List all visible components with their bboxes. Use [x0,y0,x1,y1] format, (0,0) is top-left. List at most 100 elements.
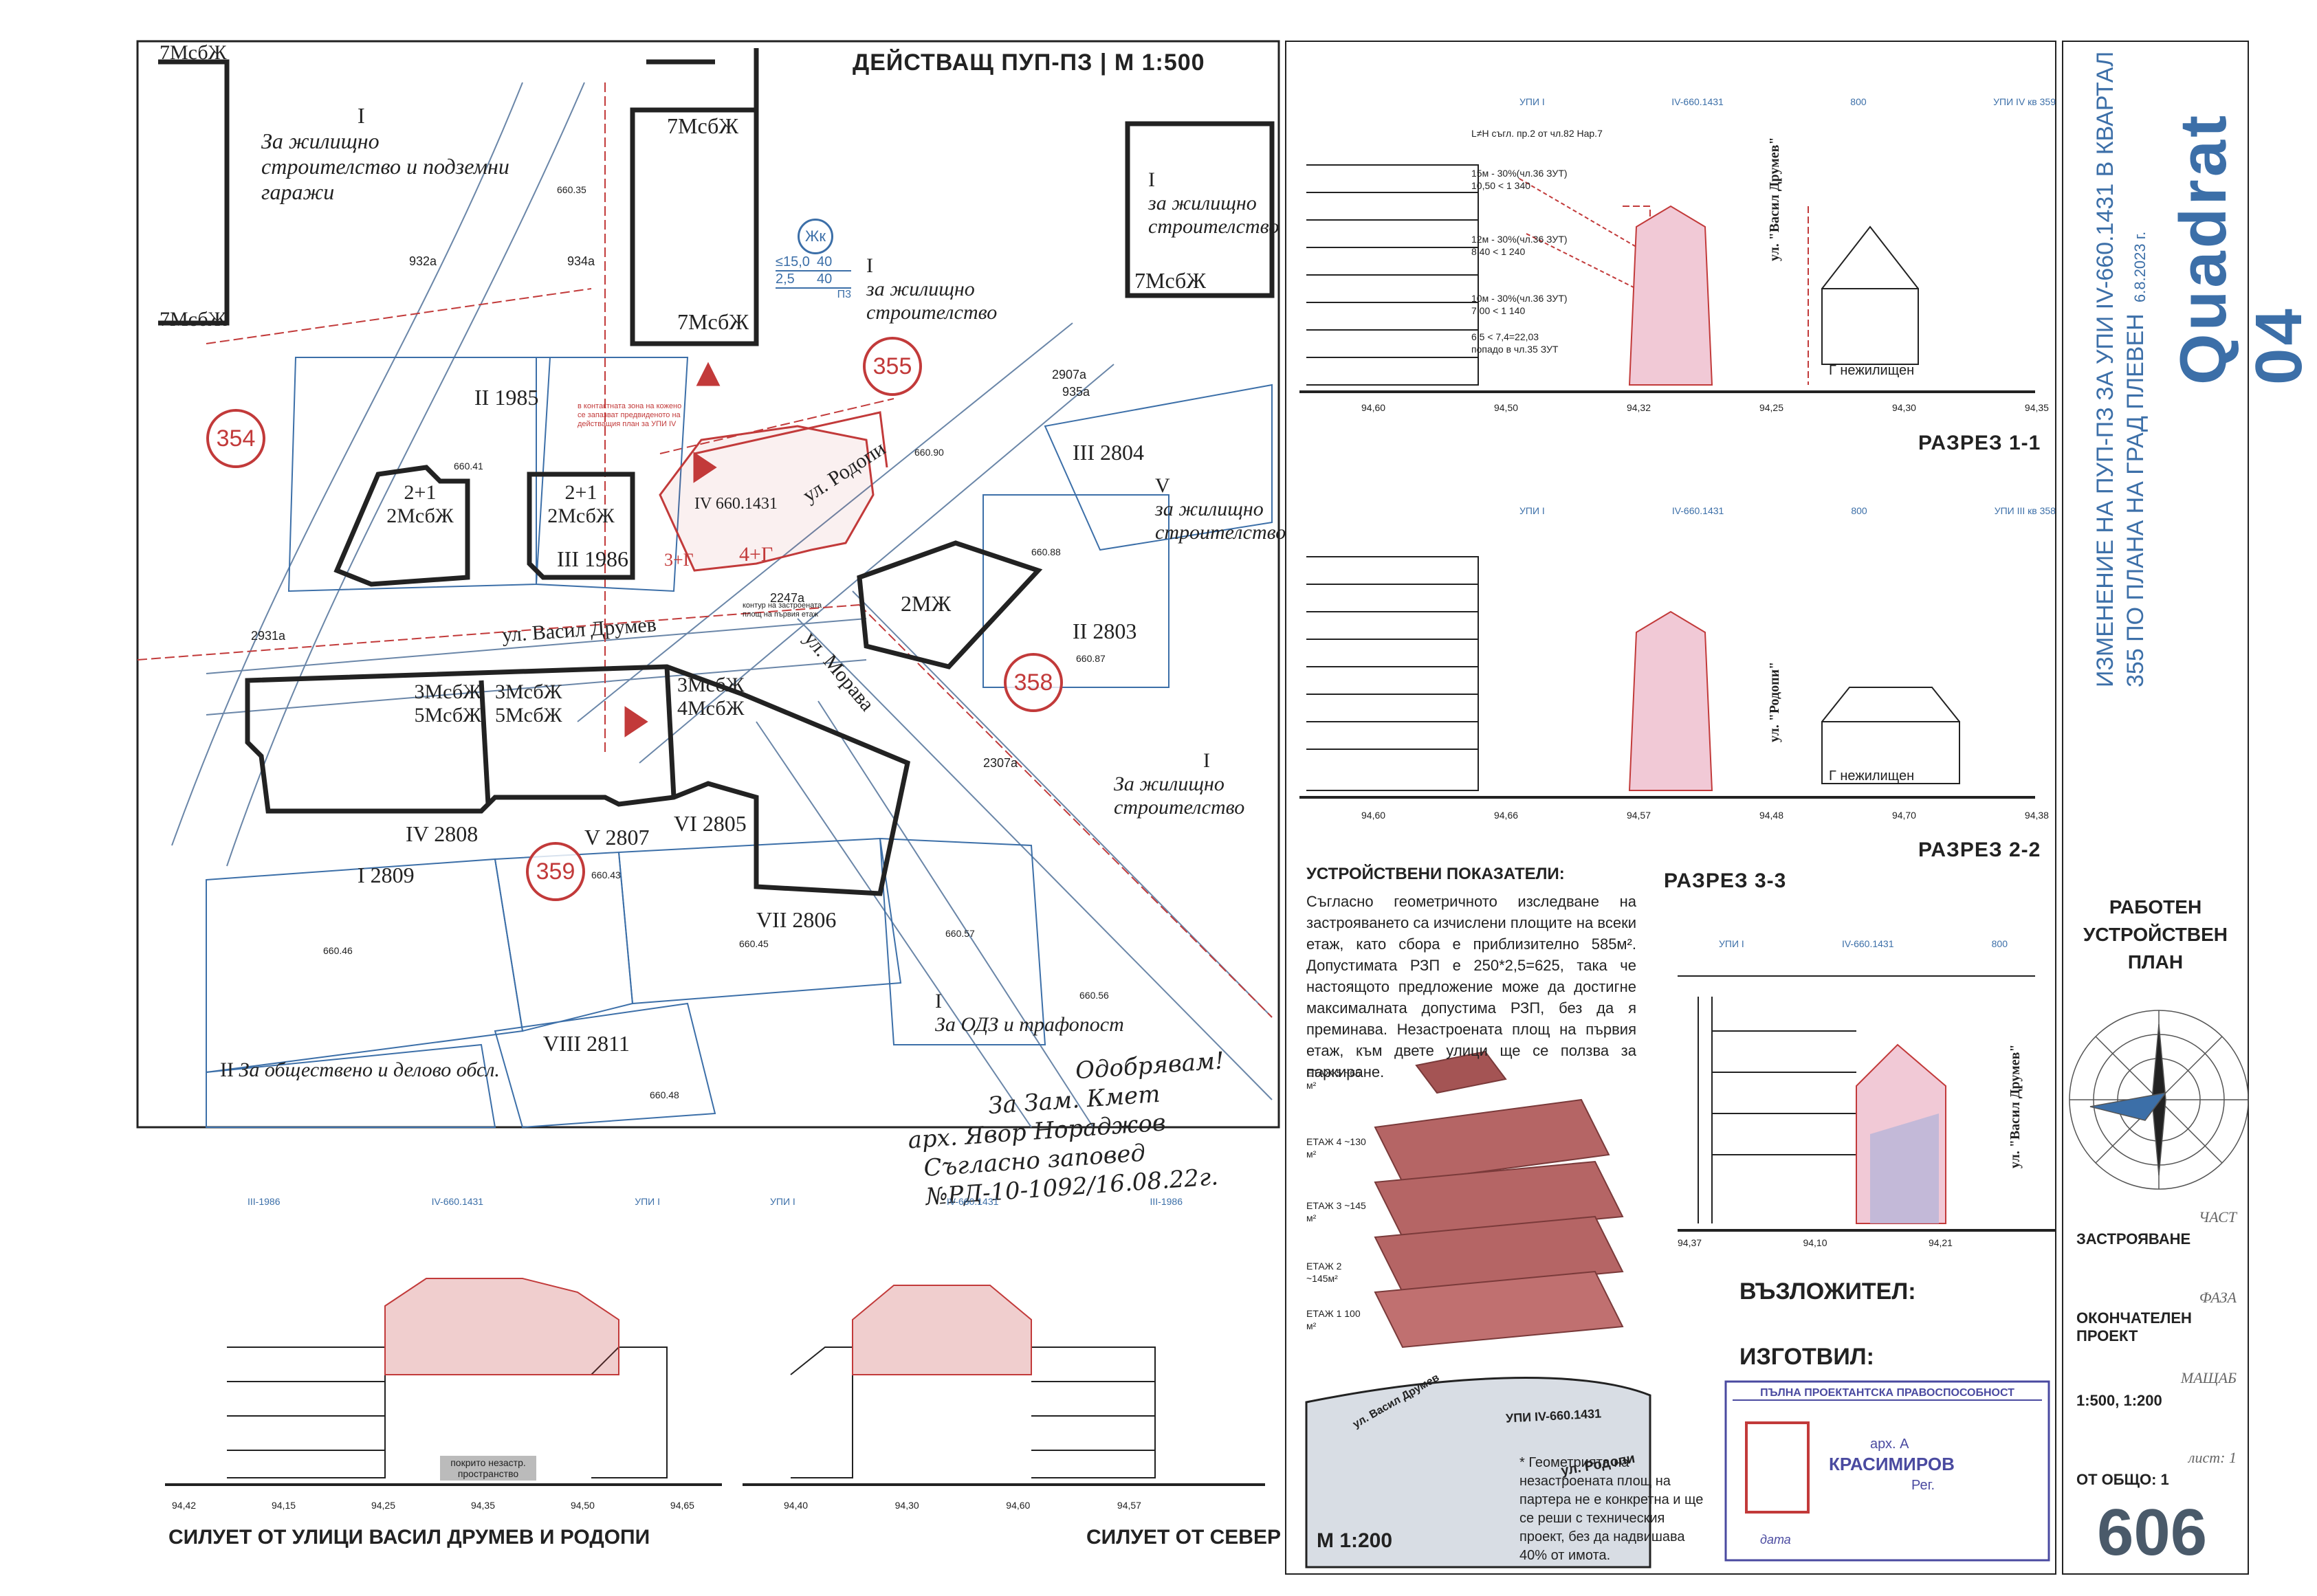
prepared-label: ИЗГОТВИЛ: [1739,1344,1874,1370]
s22-label-3: УПИ III кв 358 [1994,505,2056,516]
client-label: ВЪЗЛОЖИТЕЛ: [1739,1278,1916,1305]
part-value: ЗАСТРОЯВАНЕ [2076,1230,2191,1248]
zone-4-text: V за жилищно строителство [1155,474,1286,544]
lot-iv-660-1431: IV 660.1431 [694,495,778,513]
s33-lvl-2: 94,21 [1928,1237,1953,1248]
compass-rose [2069,1010,2249,1190]
sil2-lvl-2: 94,60 [1006,1500,1031,1511]
section-2-2-street: ул. "Родопи" [1767,661,1782,742]
sheet-label: лист: 1 [2188,1449,2237,1466]
building-3g: 3+Г [664,550,694,570]
sil2-lvl-3: 94,57 [1117,1500,1141,1511]
section-1-1-ground: Г нежилищен [1829,363,1915,378]
benchmark-935a: 935а [1062,385,1090,399]
building-4g: 4+Г [739,543,773,566]
stamp-date: дата [1760,1533,1791,1547]
quarter-358: 358 [1004,653,1063,712]
sil1-label-2: УПИ I [635,1196,660,1207]
building-5msbj-2: 3МсбЖ 5МсбЖ [495,680,562,727]
zone-1-text: I За жилищно строителство и подземни гар… [261,103,509,204]
phase-label: ФАЗА [2199,1289,2237,1306]
zone-6-text: I За ОДЗ и трафопост [935,990,1124,1036]
s11-lvl-1: 94,50 [1493,402,1519,413]
quarter-354: 354 [206,409,265,468]
sil2-lvl-1: 94,30 [894,1500,919,1511]
lot-viii-2811: VIII 2811 [543,1031,630,1056]
benchmark-660-46: 660.46 [323,945,353,956]
s11-label-2: 800 [1850,96,1867,107]
hl-8: попадо в чл.35 ЗУТ [1471,344,1559,355]
s22-lvl-2: 94,57 [1626,810,1651,821]
section-1-1-height-notes: L≠H съгл. пр.2 от чл.82 Нар.7 15м - 30%(… [1471,127,1629,355]
lot-ii-1985: II 1985 [474,385,539,410]
hl-0: L≠H съгл. пр.2 от чл.82 Нар.7 [1471,128,1603,139]
lot-i-2809: I 2809 [358,863,415,887]
hl-4: 8,40 < 1 240 [1471,246,1526,257]
lot-vi-2805: VI 2805 [674,811,747,836]
silhouette-1-levels: 94,42 94,15 94,25 94,35 94,50 94,65 [172,1500,694,1511]
quarter-355: 355 [863,337,922,396]
benchmark-660-56: 660.56 [1079,990,1109,1001]
sil2-label-0: УПИ I [770,1196,795,1207]
plan-title: ДЕЙСТВАЩ ПУП-ПЗ | М 1:500 [853,49,1205,76]
zone-5-text: I За жилищно строителство [1114,749,1245,819]
axon-scale: М 1:200 [1317,1529,1393,1552]
section-2-2-levels: 94,60 94,66 94,57 94,48 94,70 94,38 [1361,810,2049,821]
zone-2-text: I за жилищно строителство [866,254,998,324]
section-1-1-title: РАЗРЕЗ 1-1 [1918,432,2041,454]
hl-3: 12м - 30%(чл.36 ЗУТ) [1471,234,1568,245]
stamp-reg: Рег. [1911,1478,1935,1493]
s22-lvl-5: 94,38 [2024,810,2049,821]
new-building-footprint [659,411,888,572]
hl-2: 10,50 < 1 340 [1471,180,1531,191]
stamp-frame [1724,1380,2050,1562]
lot-iii-2804: III 2804 [1073,440,1144,465]
benchmark-660-45: 660.45 [739,938,769,949]
plan-frame [136,40,1280,1129]
axon-floor-3: ЕТАЖ 3 ~145 м² [1306,1200,1366,1223]
benchmark-2907a: 2907а [1052,368,1087,381]
section-2-2-top-labels: УПИ I IV-660.1431 800 УПИ III кв 358 [1519,505,2056,516]
lot-iii-1986: III 1986 [557,546,628,571]
benchmark-660-88: 660.88 [1031,546,1061,557]
s33-lvl-0: 94,37 [1678,1237,1702,1248]
building-label-right: 7МсбЖ [1134,268,1206,293]
indicators-text: Съгласно геометричното изследване на зас… [1306,893,1636,1080]
lot-v-2807: V 2807 [584,825,650,850]
firm-logo: Quadrat 04 [2166,112,2316,385]
regulation-lines [137,82,1273,1018]
stamp-name: КРАСИМИРОВ [1829,1454,1955,1474]
scale-label: МАЩАБ [2180,1369,2237,1386]
building-label-left: 7МсбЖ [160,308,227,331]
zone-code-badge: Жк [798,219,833,254]
silhouette-1-drawing [165,1346,722,1486]
silhouette-2-top-labels: УПИ I IV-660.1431 III-1986 [770,1196,1183,1207]
zone-max-height-2: 40 [817,254,833,269]
sil2-label-2: III-1986 [1150,1196,1183,1207]
s22-lvl-0: 94,60 [1361,810,1386,821]
section-1-1-building [1628,205,1713,386]
building-2mj: 2МЖ [901,591,952,616]
building-4msbj: 3МсбЖ 4МсбЖ [677,674,745,720]
section-3-3-title: РАЗРЕЗ 3-3 [1664,869,1787,892]
sil2-lvl-0: 94,40 [784,1500,809,1511]
s33-label-0: УПИ I [1719,938,1744,949]
hl-7: 6,5 < 7,4=22,03 [1471,331,1539,342]
sil1-lvl-0: 94,42 [172,1500,197,1511]
benchmark-2247a: 2247а [770,591,805,605]
streets [171,82,1273,1128]
s22-lvl-1: 94,66 [1493,810,1519,821]
benchmark-2307a: 2307а [983,756,1018,770]
benchmark-934a: 934а [567,254,595,268]
sections-frame [1285,41,2056,1575]
drawing-linework [136,40,2249,1575]
axon-floor-4: ЕТАЖ 4 ~130 м² [1306,1136,1366,1160]
stamp-name-prefix: арх. А [1870,1437,1909,1452]
s22-label-0: УПИ I [1519,505,1545,516]
benchmark-660-43: 660.43 [591,869,621,880]
axon-note: * Геометрията на незастроената площ на п… [1519,1455,1704,1563]
sil1-lvl-1: 94,15 [271,1500,296,1511]
zone-unit: П3 [837,289,851,300]
silhouette-2-building [852,1285,1032,1375]
